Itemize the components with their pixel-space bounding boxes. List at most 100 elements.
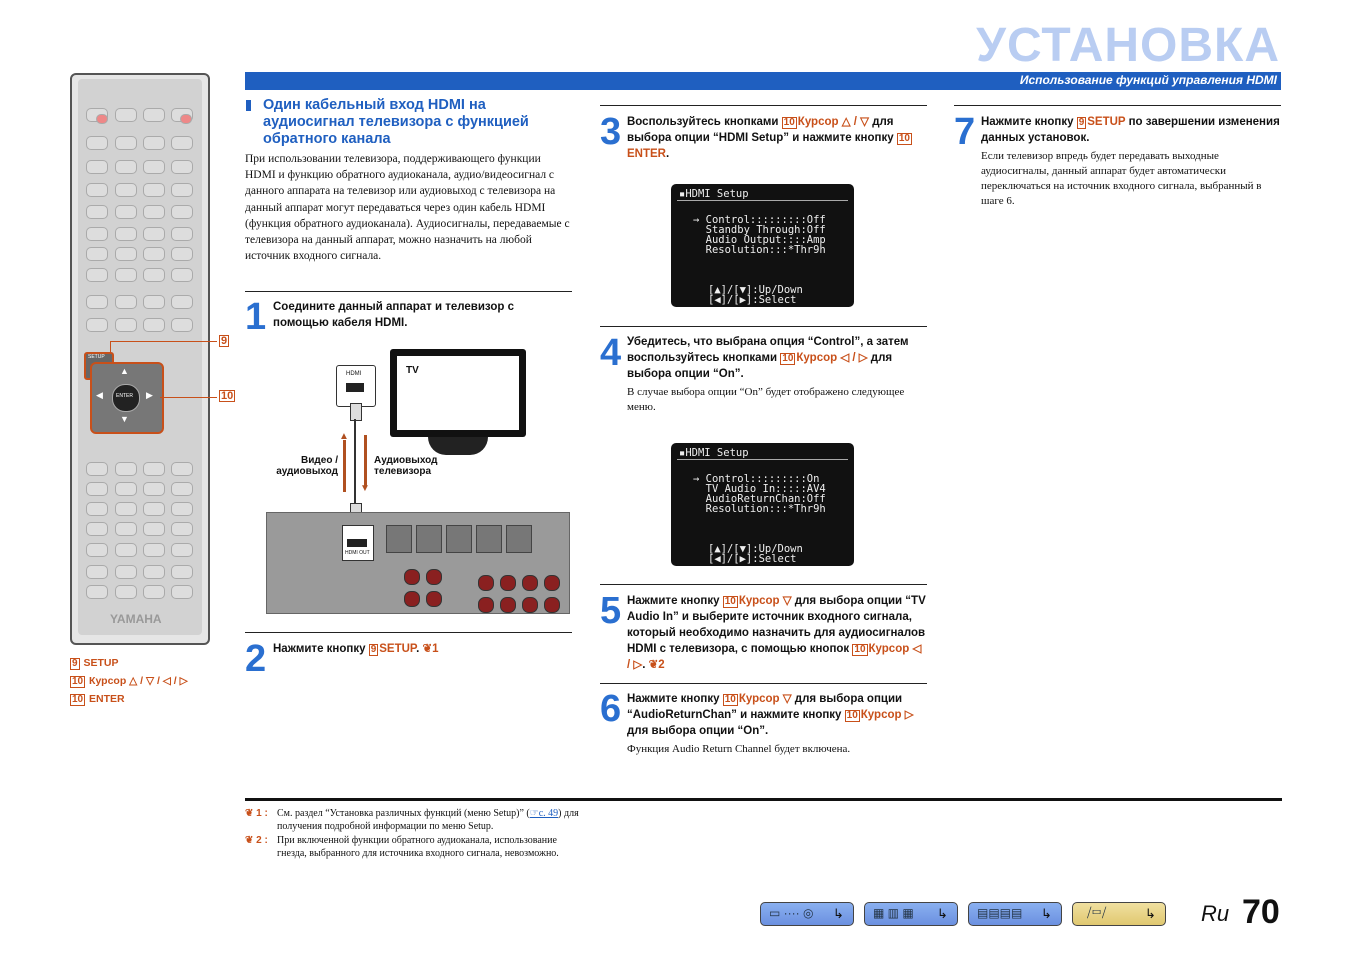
tip-ref[interactable]: 1 — [432, 643, 439, 655]
remote-down-arrow-icon[interactable]: ▼ — [120, 414, 129, 424]
remote-button[interactable] — [115, 502, 137, 516]
remote-button[interactable] — [86, 160, 108, 174]
divider — [600, 326, 927, 327]
remote-button[interactable] — [171, 318, 193, 332]
step-7-body: Если телевизор впредь будет передавать в… — [981, 150, 1262, 207]
remote-button[interactable] — [86, 585, 108, 599]
tv-stand — [428, 437, 488, 455]
remote-button[interactable] — [171, 295, 193, 309]
up-arrow-head-icon: ▲ — [339, 431, 349, 442]
remote-button[interactable] — [143, 585, 165, 599]
remote-button[interactable] — [143, 160, 165, 174]
remote-button[interactable] — [171, 522, 193, 536]
remote-button[interactable] — [171, 247, 193, 261]
tip-ref[interactable]: 2 — [658, 659, 665, 671]
remote-button[interactable] — [143, 565, 165, 579]
remote-enter-button[interactable] — [112, 384, 140, 412]
remote-button[interactable] — [115, 462, 137, 476]
speaker-terminal — [426, 591, 442, 607]
legend-item: 10 Курсор △ / ▽ / ◁ / ▷ — [70, 675, 188, 688]
remote-button[interactable] — [171, 502, 193, 516]
remote-button[interactable] — [86, 295, 108, 309]
remote-button[interactable] — [115, 205, 137, 219]
connection-diagram: TV HDMI ▲ ▼ Видео / аудиовыход Аудиовыхо… — [266, 345, 571, 620]
remote-button[interactable] — [171, 585, 193, 599]
remote-button[interactable] — [171, 136, 193, 150]
remote-button[interactable] — [86, 247, 108, 261]
step-1-text: Соедините данный аппарат и телевизор с п… — [273, 301, 514, 329]
hdmi-plug-icon — [346, 383, 364, 392]
remote-button[interactable] — [171, 565, 193, 579]
remote-button[interactable] — [171, 227, 193, 241]
nav-receiver-button[interactable]: ▭ ···· ◎ ↳ — [760, 902, 854, 926]
remote-button[interactable] — [143, 295, 165, 309]
remote-button[interactable] — [86, 482, 108, 496]
remote-button[interactable] — [115, 183, 137, 197]
remote-button[interactable] — [115, 160, 137, 174]
remote-power-button[interactable] — [96, 114, 108, 124]
remote-button[interactable] — [86, 227, 108, 241]
remote-button[interactable] — [143, 227, 165, 241]
remote-button[interactable] — [115, 318, 137, 332]
remote-button[interactable] — [115, 565, 137, 579]
remote-button[interactable] — [171, 543, 193, 557]
down-arrow-head-icon: ▼ — [360, 483, 370, 494]
remote-button[interactable] — [143, 522, 165, 536]
remote-button[interactable] — [115, 585, 137, 599]
remote-button[interactable] — [171, 482, 193, 496]
lcd-title-underline — [677, 459, 848, 460]
remote-button[interactable] — [86, 502, 108, 516]
remote-button[interactable] — [143, 247, 165, 261]
lcd-line: Resolution:::*Thr9h — [693, 244, 826, 256]
remote-button[interactable] — [115, 543, 137, 557]
remote-button[interactable] — [171, 205, 193, 219]
remote-button[interactable] — [115, 247, 137, 261]
callout-9: 9 — [219, 335, 230, 347]
footnote-mark: ❦ 2 : — [245, 835, 268, 846]
remote-button[interactable] — [86, 136, 108, 150]
remote-button[interactable] — [143, 136, 165, 150]
remote-button[interactable] — [86, 462, 108, 476]
remote-button[interactable] — [143, 482, 165, 496]
remote-button[interactable] — [86, 543, 108, 557]
remote-power-button[interactable] — [180, 114, 192, 124]
remote-button[interactable] — [143, 183, 165, 197]
remote-button[interactable] — [115, 108, 137, 122]
remote-right-arrow-icon[interactable]: ▶ — [146, 390, 153, 400]
remote-left-arrow-icon[interactable]: ◀ — [96, 390, 103, 400]
remote-button[interactable] — [171, 160, 193, 174]
remote-button[interactable] — [115, 268, 137, 282]
return-arrow-icon: ↳ — [1041, 906, 1052, 921]
remote-button[interactable] — [143, 502, 165, 516]
nav-remote-button[interactable]: ⧸▭⧸ ↳ — [1072, 902, 1166, 926]
remote-button[interactable] — [143, 462, 165, 476]
remote-button[interactable] — [171, 268, 193, 282]
remote-button[interactable] — [115, 522, 137, 536]
remote-button[interactable] — [86, 565, 108, 579]
remote-button[interactable] — [143, 543, 165, 557]
tv-label: TV — [406, 365, 419, 376]
remote-button[interactable] — [86, 205, 108, 219]
header-subtitle: Использование функций управления HDMI — [1019, 73, 1277, 87]
page-link[interactable]: ☞с. 49 — [529, 808, 559, 819]
remote-button[interactable] — [115, 136, 137, 150]
remote-button[interactable] — [143, 318, 165, 332]
nav-display-button[interactable]: ▤▤▤▤ ↳ — [968, 902, 1062, 926]
remote-button[interactable] — [143, 268, 165, 282]
remote-button[interactable] — [115, 227, 137, 241]
remote-button[interactable] — [115, 482, 137, 496]
remote-button[interactable] — [86, 522, 108, 536]
remote-button[interactable] — [86, 268, 108, 282]
remote-button[interactable] — [143, 108, 165, 122]
remote-button[interactable] — [86, 183, 108, 197]
remote-button[interactable] — [143, 205, 165, 219]
hdmi-in-port — [416, 525, 442, 553]
remote-button[interactable] — [171, 183, 193, 197]
remote-up-arrow-icon[interactable]: ▲ — [120, 366, 129, 376]
nav-panel-button[interactable]: ▦ ▥ ▦ ↳ — [864, 902, 958, 926]
video-out-label: Видео / аудиовыход — [276, 455, 338, 477]
remote-button[interactable] — [171, 462, 193, 476]
remote-button[interactable] — [115, 295, 137, 309]
tv-screen — [397, 356, 519, 430]
remote-button[interactable] — [86, 318, 108, 332]
